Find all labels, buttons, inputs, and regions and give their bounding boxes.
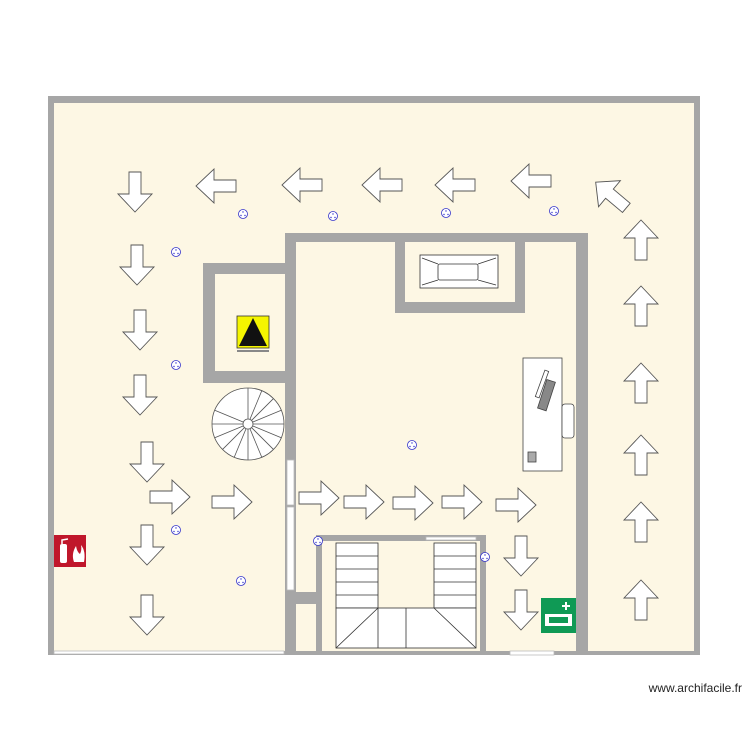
window xyxy=(425,536,477,541)
smoke-detectors xyxy=(171,206,559,586)
shaft-wall-bottom xyxy=(203,371,295,383)
window xyxy=(53,650,285,655)
window xyxy=(509,650,555,656)
stair-wall-top xyxy=(316,535,486,541)
evacuation-arrow xyxy=(361,166,403,204)
evacuation-arrow xyxy=(622,434,660,476)
outer-wall-right xyxy=(694,96,700,655)
evacuation-arrow xyxy=(502,589,540,631)
evacuation-arrow xyxy=(149,478,191,516)
evacuation-arrow xyxy=(622,362,660,404)
hazard-warning-sign xyxy=(236,315,270,352)
evacuation-arrow xyxy=(502,535,540,577)
evacuation-arrow xyxy=(441,483,483,521)
evacuation-arrow xyxy=(121,309,159,351)
smoke-detector-icon xyxy=(549,206,559,216)
smoke-detector-icon xyxy=(171,247,181,257)
evacuation-arrow xyxy=(343,483,385,521)
evacuation-arrow xyxy=(622,219,660,261)
fire-extinguisher-sign xyxy=(54,535,86,567)
outer-wall-left xyxy=(48,96,54,655)
spiral-staircase xyxy=(211,387,285,461)
walls xyxy=(48,96,700,655)
window xyxy=(286,459,295,506)
first-aid-sign xyxy=(541,598,576,633)
smoke-detector-icon xyxy=(328,211,338,221)
evacuation-arrow xyxy=(118,244,156,286)
windows xyxy=(53,459,555,656)
inner-wall-top xyxy=(285,233,588,242)
evacuation-arrows xyxy=(116,162,660,636)
stair-tread xyxy=(251,427,274,450)
smoke-detector-icon xyxy=(171,360,181,370)
wall-stub xyxy=(296,592,318,604)
evacuation-arrow xyxy=(392,484,434,522)
inner-wall-left xyxy=(285,233,296,655)
evacuation-arrow xyxy=(116,171,154,213)
bath-wall-left xyxy=(395,240,405,313)
window xyxy=(286,506,295,591)
smoke-detector-icon xyxy=(480,552,490,562)
smoke-detector-icon xyxy=(313,536,323,546)
stair-tread xyxy=(249,390,263,420)
stair-tread xyxy=(252,409,282,423)
evacuation-arrow xyxy=(622,501,660,543)
bath-wall-right xyxy=(515,240,525,313)
stair-tread xyxy=(251,398,274,421)
evacuation-arrow xyxy=(434,166,476,204)
evacuation-arrow xyxy=(128,524,166,566)
evacuation-arrow xyxy=(195,167,237,205)
stair-tread xyxy=(249,428,263,458)
shaft-wall-left xyxy=(203,263,215,383)
evacuation-arrow xyxy=(495,486,537,524)
stair-tread xyxy=(222,427,245,450)
smoke-detector-icon xyxy=(407,440,417,450)
bath-wall-bottom xyxy=(395,302,525,313)
smoke-detector-icon xyxy=(238,209,248,219)
evacuation-arrow xyxy=(622,285,660,327)
stair-wall-left xyxy=(316,535,322,655)
bathtub xyxy=(419,254,499,289)
shaft-wall-top xyxy=(203,263,295,274)
stair-tread xyxy=(214,409,244,423)
evacuation-arrow xyxy=(121,374,159,416)
evacuation-arrow xyxy=(281,166,323,204)
evacuation-arrow xyxy=(298,479,340,517)
outer-wall-bottom xyxy=(48,651,700,655)
evacuation-arrow xyxy=(211,483,253,521)
stair-wall-right xyxy=(480,535,486,655)
stair-tread xyxy=(252,425,282,439)
desk-with-computer xyxy=(522,357,575,472)
inner-wall-right xyxy=(576,233,588,655)
evacuation-arrow xyxy=(595,180,631,214)
stair-tread xyxy=(233,428,247,458)
straight-staircase xyxy=(335,542,477,649)
evacuation-arrow xyxy=(510,162,552,200)
smoke-detector-icon xyxy=(236,576,246,586)
outer-wall-top xyxy=(48,96,700,103)
evacuation-arrow xyxy=(128,594,166,636)
watermark: www.archifacile.fr xyxy=(648,681,742,695)
evacuation-arrow xyxy=(128,441,166,483)
evacuation-arrow xyxy=(622,579,660,621)
stair-tread xyxy=(214,425,244,439)
smoke-detector-icon xyxy=(171,525,181,535)
smoke-detector-icon xyxy=(441,208,451,218)
